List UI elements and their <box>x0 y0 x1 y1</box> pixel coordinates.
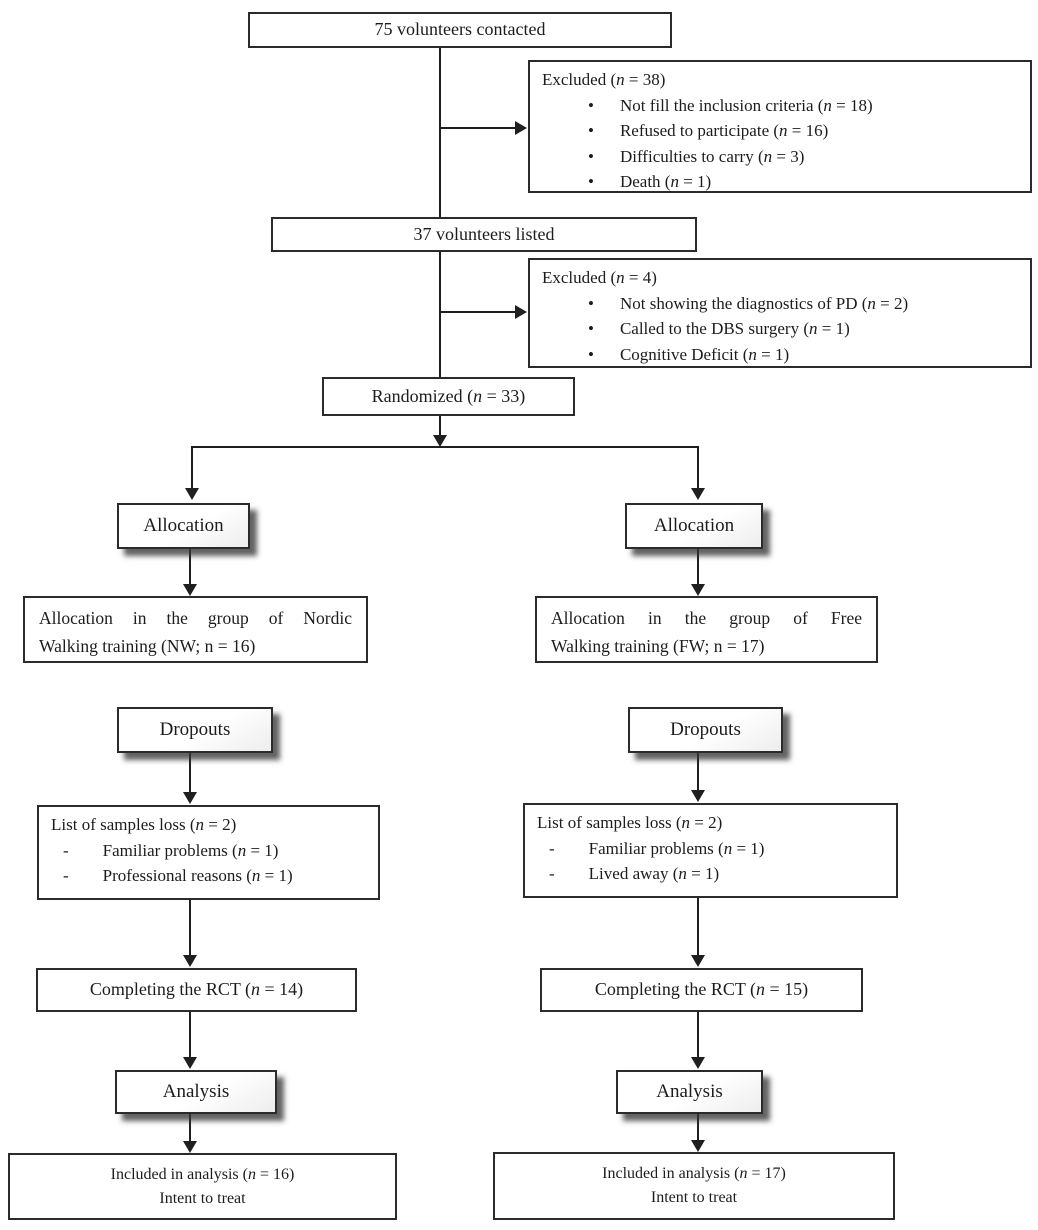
bullet-icon: • <box>588 293 594 313</box>
bullet-icon: • <box>588 146 594 166</box>
contacted-text: 75 volunteers contacted <box>374 19 546 40</box>
sample-loss-nw-item: - Professional reasons (n = 1) <box>51 863 366 889</box>
included-analysis-fw-line1: Included in analysis (n = 17) <box>602 1165 786 1182</box>
included-analysis-nw-line1: Included in analysis (n = 16) <box>110 1165 295 1183</box>
included-analysis-nw-line2: Intent to treat <box>159 1189 246 1207</box>
sample-loss-nw-item-text: Professional reasons (n = 1) <box>102 866 293 885</box>
excluded-38-item: • Refused to participate (n = 16) <box>542 118 1018 144</box>
excluded-38-title: Excluded (n = 38) <box>542 70 666 89</box>
excluded-4-item: • Cognitive Deficit (n = 1) <box>542 342 1018 367</box>
analysis-label-right-text: Analysis <box>656 1080 723 1102</box>
excluded-38-item: • Not fill the inclusion criteria (n = 1… <box>542 93 1018 119</box>
randomized-text: Randomized (n = 33) <box>371 385 526 406</box>
analysis-label-right: Analysis <box>616 1070 763 1114</box>
analysis-label-left: Analysis <box>115 1070 277 1114</box>
bullet-icon: • <box>588 121 594 140</box>
allocation-group-fw-line2: Walking training (FW; n = 17) <box>551 636 765 657</box>
excluded-38-item-text: Difficulties to carry (n = 3) <box>619 146 805 166</box>
allocation-group-fw-line1: Allocation in the group of Free <box>551 608 862 628</box>
listed-text: 37 volunteers listed <box>413 223 555 244</box>
excluded-4-item: • Not showing the diagnostics of PD (n =… <box>542 291 1018 317</box>
dash-icon: - <box>63 840 69 860</box>
excluded-4-item-text: Cognitive Deficit (n = 1) <box>619 344 790 364</box>
dash-icon: - <box>549 838 555 858</box>
excluded-38-item: • Death (n = 1) <box>542 169 1018 195</box>
sample-loss-nw-box: List of samples loss (n = 2) - Familiar … <box>37 805 380 900</box>
included-analysis-fw-line2: Intent to treat <box>650 1189 738 1206</box>
dash-icon: - <box>549 864 555 883</box>
bullet-icon: • <box>588 172 594 191</box>
included-analysis-nw-box: Included in analysis (n = 16) Intent to … <box>8 1153 397 1220</box>
sample-loss-fw-title: List of samples loss (n = 2) <box>537 813 723 832</box>
sample-loss-fw-box: List of samples loss (n = 2) - Familiar … <box>523 803 898 898</box>
completing-rct-nw-text: Completing the RCT (n = 14) <box>89 979 304 1000</box>
excluded-4-box: Excluded (n = 4) • Not showing the diagn… <box>528 258 1032 368</box>
excluded-4-item-text: Called to the DBS surgery (n = 1) <box>619 319 850 338</box>
excluded-4-title: Excluded (n = 4) <box>542 268 657 287</box>
allocation-label-right-text: Allocation <box>653 514 735 536</box>
dropouts-label-right: Dropouts <box>628 707 783 753</box>
sample-loss-fw-item: - Familiar problems (n = 1) <box>537 836 884 862</box>
sample-loss-nw-item: - Familiar problems (n = 1) <box>51 838 366 864</box>
sample-loss-nw-item-text: Familiar problems (n = 1) <box>102 840 279 860</box>
excluded-38-box: Excluded (n = 38) • Not fill the inclusi… <box>528 60 1032 193</box>
excluded-38-item-text: Not fill the inclusion criteria (n = 18) <box>619 95 873 115</box>
sample-loss-nw-title: List of samples loss (n = 2) <box>51 815 237 834</box>
dropouts-label-right-text: Dropouts <box>670 718 741 740</box>
randomized-box: Randomized (n = 33) <box>322 377 575 416</box>
allocation-group-nw-line2: Walking training (NW; n = 16) <box>39 636 256 657</box>
excluded-4-item: • Called to the DBS surgery (n = 1) <box>542 316 1018 342</box>
included-analysis-fw-box: Included in analysis (n = 17) Intent to … <box>493 1152 895 1220</box>
allocation-group-fw-box: Allocation in the group of Free Walking … <box>535 596 878 663</box>
excluded-4-item-text: Not showing the diagnostics of PD (n = 2… <box>619 293 909 313</box>
allocation-group-nw-line1: Allocation in the group of Nordic <box>39 608 352 628</box>
completing-rct-nw-box: Completing the RCT (n = 14) <box>36 968 357 1012</box>
completing-rct-fw-text: Completing the RCT (n = 15) <box>594 979 809 1000</box>
allocation-group-nw-box: Allocation in the group of Nordic Walkin… <box>23 596 368 663</box>
sample-loss-fw-item-text: Lived away (n = 1) <box>588 864 720 883</box>
sample-loss-fw-item-text: Familiar problems (n = 1) <box>588 838 765 858</box>
dash-icon: - <box>63 866 69 885</box>
listed-box: 37 volunteers listed <box>271 217 697 252</box>
bullet-icon: • <box>588 319 594 338</box>
bullet-icon: • <box>588 344 594 364</box>
excluded-38-item: • Difficulties to carry (n = 3) <box>542 144 1018 170</box>
dropouts-label-left-text: Dropouts <box>159 718 231 740</box>
allocation-label-left: Allocation <box>117 503 250 549</box>
analysis-label-left-text: Analysis <box>162 1080 230 1102</box>
excluded-38-item-text: Refused to participate (n = 16) <box>619 121 829 140</box>
sample-loss-fw-item: - Lived away (n = 1) <box>537 861 884 887</box>
excluded-38-item-text: Death (n = 1) <box>619 172 712 191</box>
allocation-label-right: Allocation <box>625 503 763 549</box>
contacted-box: 75 volunteers contacted <box>248 12 672 48</box>
dropouts-label-left: Dropouts <box>117 707 273 753</box>
allocation-label-left-text: Allocation <box>143 514 224 536</box>
completing-rct-fw-box: Completing the RCT (n = 15) <box>540 968 863 1012</box>
bullet-icon: • <box>588 95 594 115</box>
